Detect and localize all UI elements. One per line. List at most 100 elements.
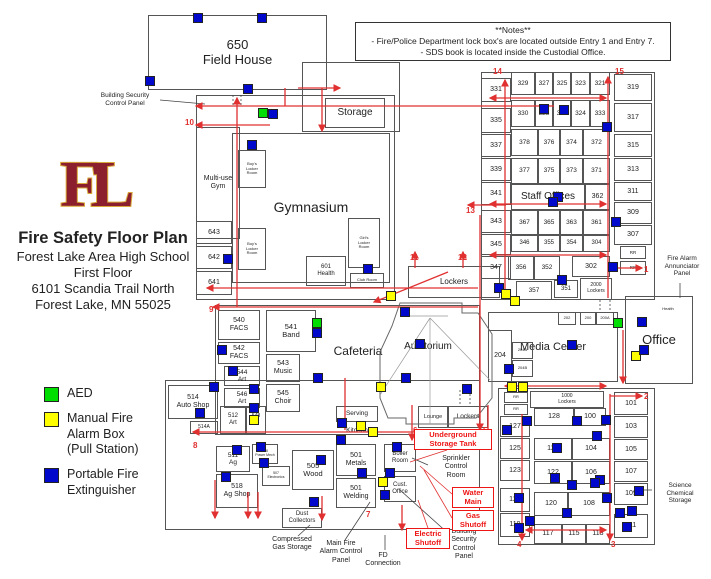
room-357: 357 xyxy=(516,281,552,300)
aed-icon xyxy=(44,387,59,402)
school-name: Forest Lake Area High School xyxy=(16,248,190,264)
fire-extinguisher-icon xyxy=(627,506,637,516)
room-501-welding: 501 Welding xyxy=(336,478,376,508)
leader-line xyxy=(409,449,448,463)
room-107: 107 xyxy=(614,461,648,482)
exit-number-4: 4 xyxy=(517,540,522,549)
fire-extinguisher-icon xyxy=(539,104,549,114)
room-514-auto-shop: 514 Auto Shop xyxy=(168,385,218,419)
fire-extinguisher-icon xyxy=(567,480,577,490)
fire-extinguisher-icon xyxy=(548,197,558,207)
legend-item-alarm: Manual Fire Alarm Box (Pull Station) xyxy=(44,411,139,458)
room-335: 335 xyxy=(481,108,511,133)
fire-extinguisher-icon xyxy=(336,435,346,445)
fire-extinguisher-icon xyxy=(193,13,203,23)
floor-label: First Floor xyxy=(73,264,133,280)
fire-extinguisher-icon xyxy=(562,508,572,518)
leader-line xyxy=(423,469,453,519)
fire-alarm-box-icon xyxy=(631,351,641,361)
room-204a: 204A xyxy=(512,342,533,359)
room-362: 362 xyxy=(585,184,610,210)
room-546-art: 546 Art xyxy=(224,388,260,408)
fire-extinguisher-icon xyxy=(232,445,242,455)
callout-building-security-control-panel: Building Security Control Panel xyxy=(451,528,477,560)
fire-extinguisher-icon xyxy=(401,373,411,383)
room-202: 202 xyxy=(558,312,576,325)
room-512-art: 512 Art xyxy=(220,406,246,434)
fire-extinguisher-icon xyxy=(590,478,600,488)
room-120: 120 xyxy=(534,492,568,516)
notes-line-1: - Fire/Police Department lock box's are … xyxy=(371,36,655,47)
fire-extinguisher-icon xyxy=(602,122,612,132)
fire-alarm-box-icon xyxy=(501,289,511,299)
room-1000-lockers: 1000 Lockers xyxy=(530,391,604,408)
room-rr: RR xyxy=(504,404,528,415)
room-health: Health xyxy=(662,306,674,312)
room-339: 339 xyxy=(481,158,511,181)
leader-line xyxy=(411,457,429,466)
fire-extinguisher-icon xyxy=(195,408,205,418)
room-315: 315 xyxy=(614,134,652,157)
fire-extinguisher-icon xyxy=(504,364,514,374)
fire-alarm-box-icon xyxy=(249,415,259,425)
room-514a: 514A xyxy=(190,421,218,434)
room-cust-office: Cust. Office xyxy=(384,476,416,502)
exit-number-12: 12 xyxy=(458,253,467,262)
fire-extinguisher-icon xyxy=(572,416,582,426)
utility-callout-gas-shutoff: Gas Shutoff xyxy=(452,510,494,532)
exit-number-11: 11 xyxy=(410,253,419,262)
fire-extinguisher-icon xyxy=(312,328,322,338)
room-cafeteria: Cafeteria xyxy=(333,344,383,359)
room-105: 105 xyxy=(614,439,648,460)
address-line-2: Forest Lake, MN 55025 xyxy=(35,297,171,313)
fire-extinguisher-icon xyxy=(44,467,59,483)
building-outline xyxy=(302,62,400,132)
room-200: 200 xyxy=(580,312,596,325)
room-540-facs: 540 FACS xyxy=(218,310,260,340)
legend: AED Manual Fire Alarm Box (Pull Station)… xyxy=(44,386,139,507)
room-365: 365 xyxy=(538,210,560,235)
room-544-art: 544 Art xyxy=(224,366,260,386)
fire-extinguisher-icon xyxy=(380,490,390,500)
room-361: 361 xyxy=(583,210,610,235)
room-multi-use-gym: Multi-use Gym xyxy=(196,127,240,239)
fire-alarm-box-icon xyxy=(510,296,520,306)
room-storage: Storage xyxy=(325,98,385,128)
legend-item-ext: Portable Fire Extinguisher xyxy=(44,467,139,498)
legend-label-aed: AED xyxy=(67,386,93,400)
callout-fire-alarm-annunciator-panel: Fire Alarm Annunciator Panel xyxy=(664,255,700,278)
room-507-electronics: 507 Electronics xyxy=(262,466,290,486)
fire-extinguisher-icon xyxy=(223,254,233,264)
room-lockers: Lockers xyxy=(408,266,500,298)
fire-alarm-box-icon xyxy=(378,477,388,487)
fire-extinguisher-icon xyxy=(502,425,512,435)
callout-compressed-gas-storage: Compressed Gas Storage xyxy=(272,536,312,552)
room-123: 123 xyxy=(500,460,530,481)
room-boy-s-locker-room: Boy's Locker Room xyxy=(238,150,266,188)
room-204: 204 xyxy=(488,330,512,382)
fire-alarm-box-icon xyxy=(376,382,386,392)
auditorium-outline xyxy=(379,302,493,425)
legend-label-ext: Portable Fire Extinguisher xyxy=(67,466,139,497)
room-109: 109 xyxy=(614,483,648,505)
callout-main-fire-alarm-control-panel: Main Fire Alarm Control Panel xyxy=(319,540,363,564)
fire-extinguisher-icon xyxy=(363,264,373,274)
fire-extinguisher-icon xyxy=(243,84,253,94)
room-378: 378 xyxy=(511,129,538,156)
fire-alarm-box-icon xyxy=(518,382,528,392)
room-125: 125 xyxy=(500,438,530,459)
room-337: 337 xyxy=(481,134,511,157)
fire-extinguisher-icon xyxy=(615,508,625,518)
fire-extinguisher-icon xyxy=(634,486,644,496)
legend-label-alarm: Manual Fire Alarm Box (Pull Station) xyxy=(67,411,139,457)
fire-alarm-box-icon xyxy=(507,382,517,392)
room-371: 371 xyxy=(583,158,610,184)
fire-alarm-box-icon xyxy=(44,412,59,427)
fire-extinguisher-icon xyxy=(552,443,562,453)
utility-callout-electric-shutoff: Electric Shutoff xyxy=(406,528,450,550)
fire-extinguisher-icon xyxy=(313,373,323,383)
room-505-wood: 505 Wood xyxy=(292,450,334,490)
exit-number-7: 7 xyxy=(366,510,371,519)
